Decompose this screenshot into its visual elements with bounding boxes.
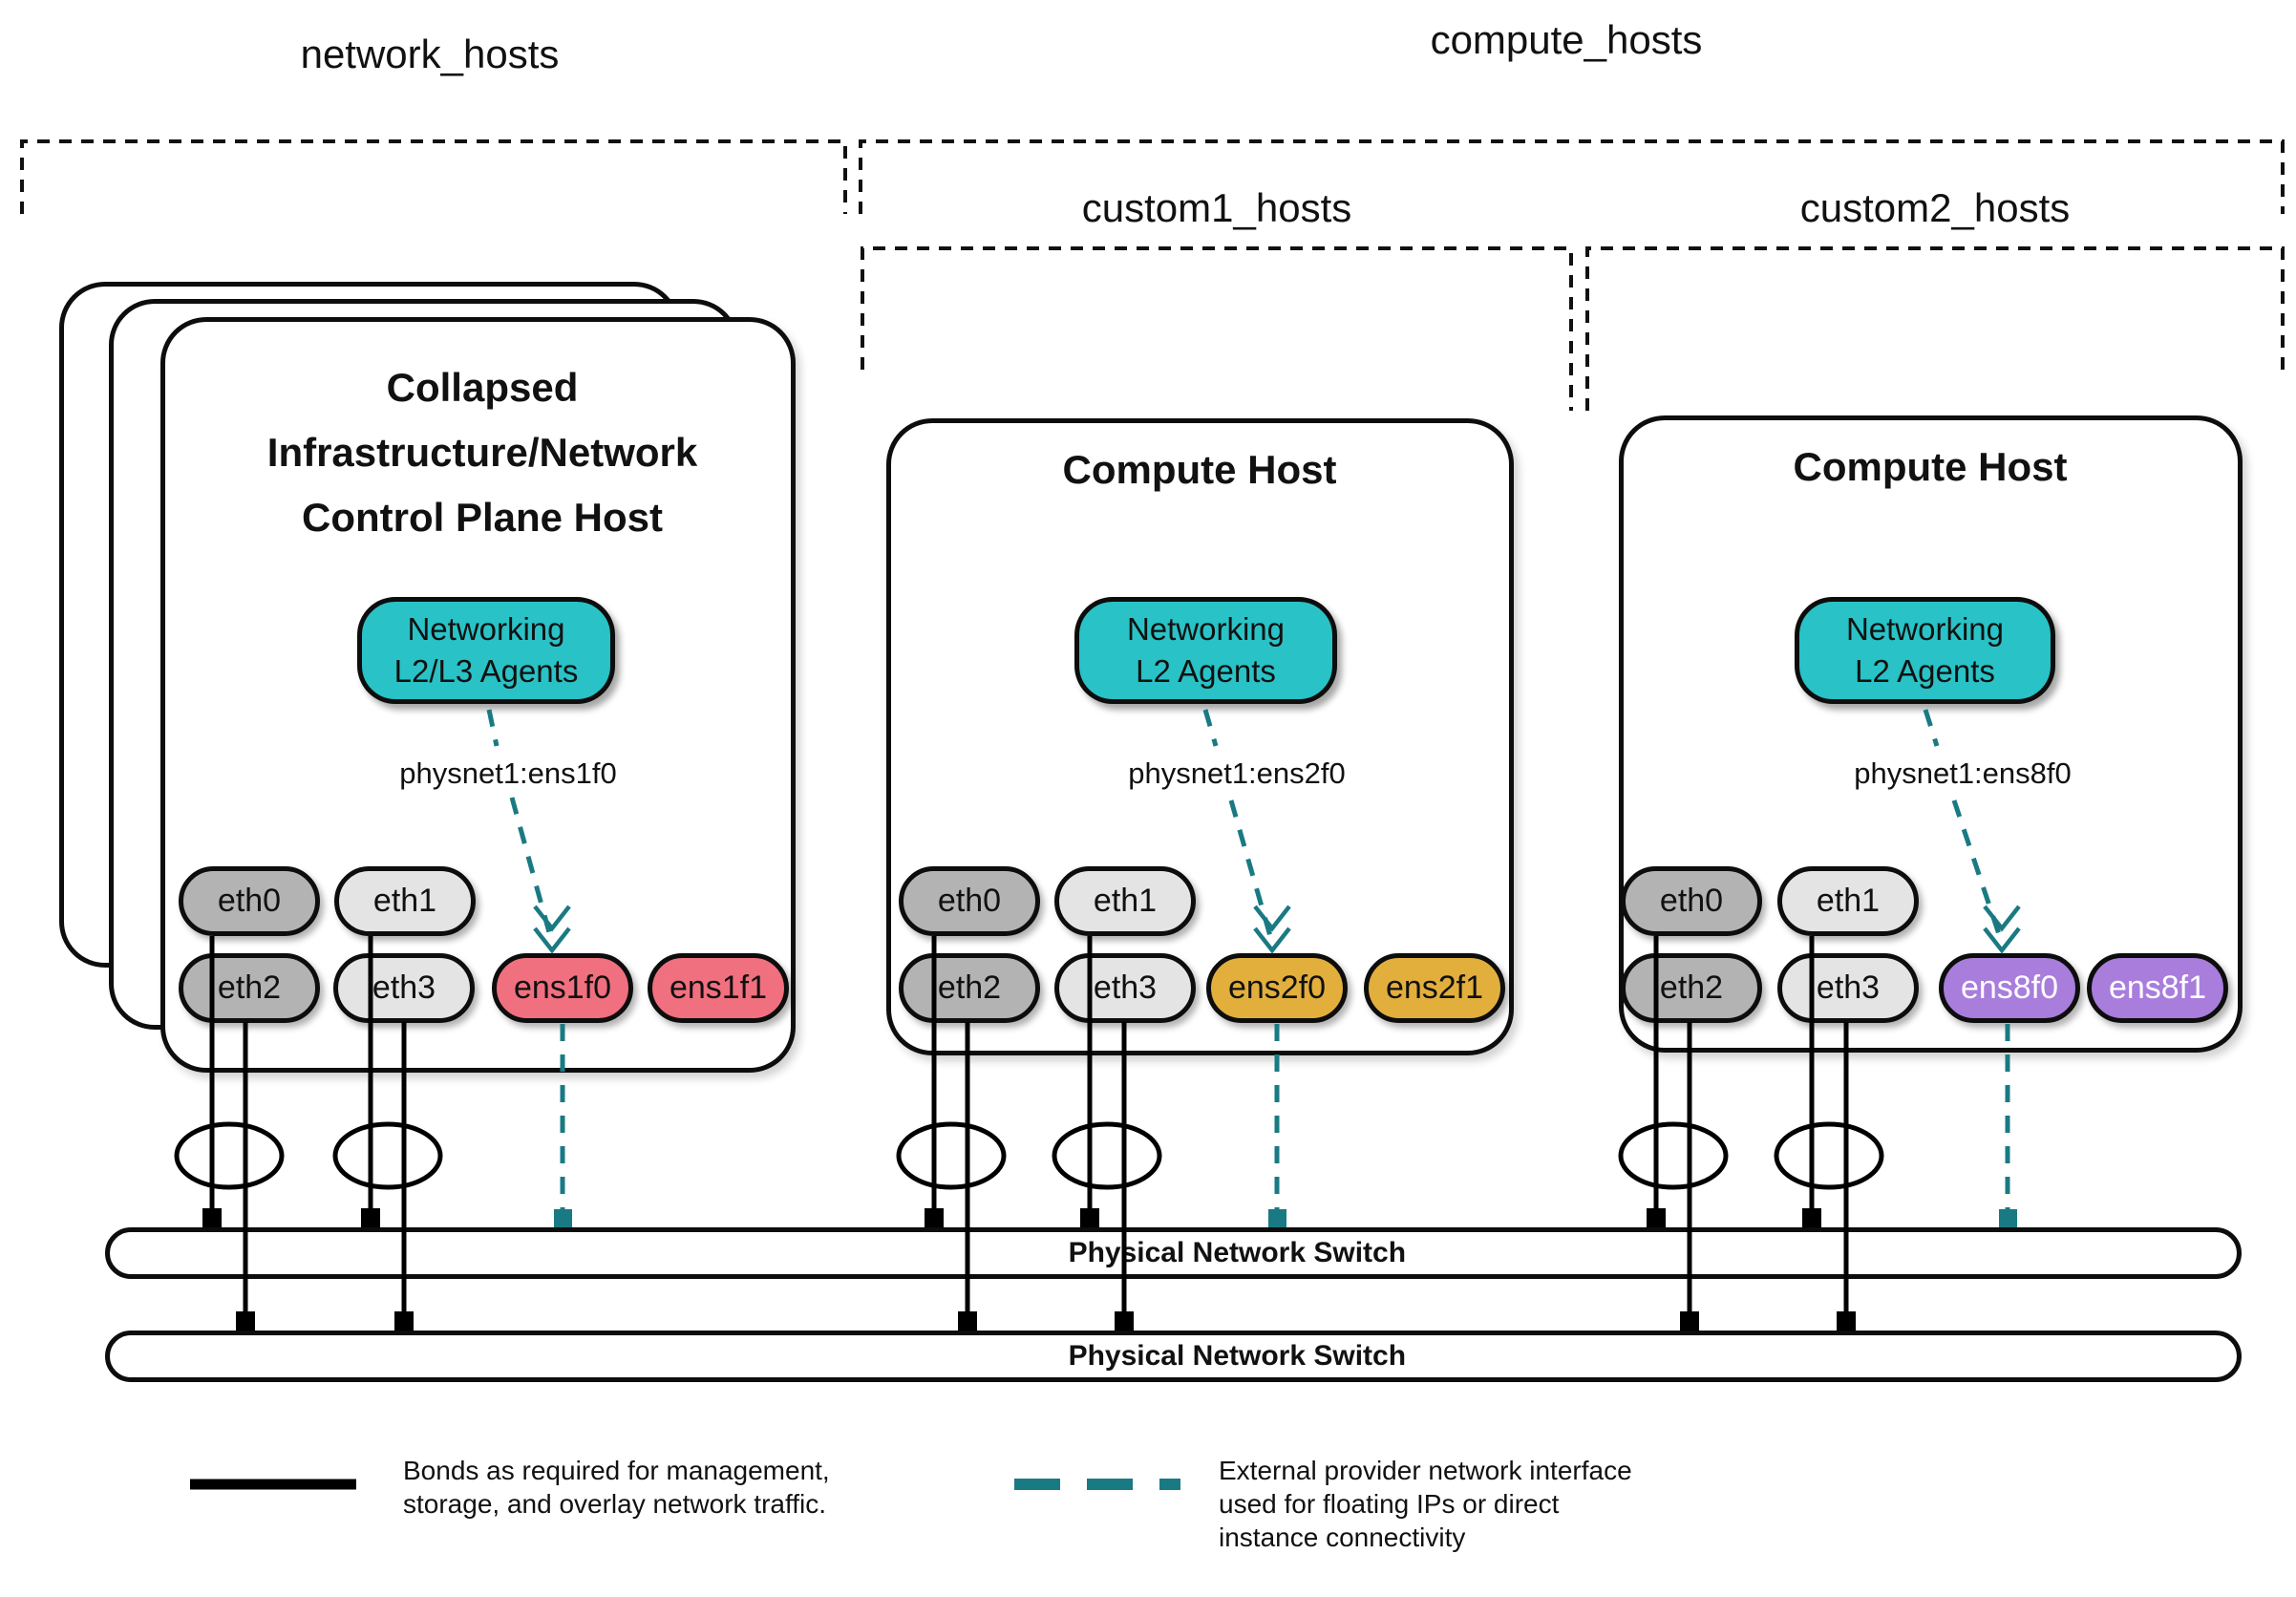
legend-provider-line3: instance connectivity [1219,1522,1466,1552]
legend-bond-line1: Bonds as required for management, [403,1456,830,1485]
interface-pill-ens8f1: ens8f1 [2087,953,2228,1023]
provider-connector-squares [554,1209,2017,1227]
interface-pill-eth2: eth2 [179,953,320,1023]
interface-pill-eth3: eth3 [1777,953,1919,1023]
interface-pill-eth0: eth0 [179,866,320,936]
compute-host2-title: Compute Host [1794,435,2068,500]
group-label-custom1-hosts: custom1_hosts [1081,185,1352,230]
compute-host1-title-line1: Compute Host [1062,447,1337,492]
interface-pill-eth1: eth1 [1777,866,1919,936]
agent-label-line1: Networking [1845,611,2005,647]
interface-pill-eth2: eth2 [899,953,1040,1023]
interface-pill-eth1: eth1 [1054,866,1196,936]
networking-l2l3-agents-box: Networking L2/L3 Agents [357,597,615,704]
interface-pill-eth3: eth3 [333,953,475,1023]
agent-label-line2: L2 Agents [1855,653,1995,689]
physical-network-switch-2: Physical Network Switch [105,1331,2242,1382]
interface-pill-ens1f0: ens1f0 [492,953,633,1023]
legend-bond-line2: storage, and overlay network traffic. [403,1489,827,1519]
bond-ellipses [174,1121,1884,1190]
group-label-compute-hosts: compute_hosts [1430,17,1703,62]
legend-bond-text: Bonds as required for management, storag… [403,1454,830,1521]
agent-label-line1: Networking [1126,611,1286,647]
networking-l2-agents-box-1: Networking L2 Agents [1074,597,1337,704]
interface-pill-eth2: eth2 [1621,953,1762,1023]
physnet-label-ens1f0: physnet1:ens1f0 [399,756,617,790]
compute-host1-box [886,418,1514,1055]
agent-label-line2: L2/L3 Agents [393,653,579,689]
group-label-network-hosts: network_hosts [300,32,560,76]
collapsed-host-title-line2: Infrastructure/Network [266,430,698,475]
interface-pill-ens8f0: ens8f0 [1939,953,2080,1023]
group-bracket-network-hosts [20,139,847,214]
agent-label-line2: L2 Agents [1136,653,1276,689]
interface-pill-eth1: eth1 [334,866,476,936]
collapsed-host-title: Collapsed Infrastructure/Network Control… [267,355,697,550]
physnet-label-ens2f0: physnet1:ens2f0 [1128,756,1346,790]
interface-pill-eth0: eth0 [1621,866,1762,936]
compute-host1-title: Compute Host [1063,437,1337,502]
compute-host2-title-line1: Compute Host [1793,444,2068,489]
interface-pill-ens2f1: ens2f1 [1364,953,1505,1023]
interface-pill-ens2f0: ens2f0 [1206,953,1348,1023]
physical-network-switch-1: Physical Network Switch [105,1227,2242,1279]
interface-pill-ens1f1: ens1f1 [648,953,789,1023]
legend-provider-text: External provider network interface used… [1219,1454,1632,1554]
collapsed-host-title-line1: Collapsed [386,365,579,410]
legend-provider-line2: used for floating IPs or direct [1219,1489,1560,1519]
legend-provider-line1: External provider network interface [1219,1456,1632,1485]
group-label-custom2-hosts: custom2_hosts [1799,185,2071,230]
physnet-label-ens8f0: physnet1:ens8f0 [1854,756,2072,790]
collapsed-host-title-line3: Control Plane Host [301,495,664,540]
agent-label-line1: Networking [407,611,565,647]
switch2-label: Physical Network Switch [1068,1340,1407,1372]
interface-pill-eth0: eth0 [899,866,1040,936]
group-bracket-custom1-hosts [861,246,1573,411]
interface-pill-eth3: eth3 [1054,953,1196,1023]
networking-l2-agents-box-2: Networking L2 Agents [1795,597,2055,704]
group-bracket-custom2-hosts [1585,246,2285,411]
switch1-label: Physical Network Switch [1068,1237,1407,1268]
